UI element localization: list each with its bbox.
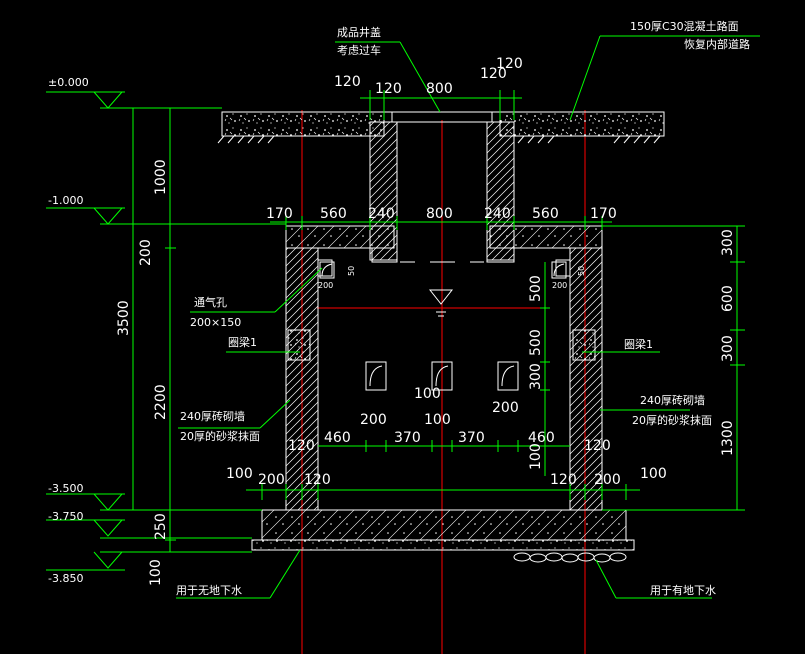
dim-left-250: 250 xyxy=(153,513,169,540)
dim-row-560b: 560 xyxy=(532,206,559,222)
dim-bot-460b: 460 xyxy=(528,430,555,446)
gravel-layer xyxy=(513,552,627,563)
label-wall-left-1: 240厚砖砌墙 xyxy=(180,409,245,423)
dim-hole-200b: 200 xyxy=(492,400,519,416)
dim-bot-370b: 370 xyxy=(458,430,485,446)
base-slabs xyxy=(251,509,635,563)
elevation-top: ±0.000 xyxy=(48,76,89,89)
dim-left-1000: 1000 xyxy=(153,159,169,195)
label-wall-left-2: 20厚的砂浆抹面 xyxy=(180,429,260,443)
dim-inner-500b: 500 xyxy=(528,329,544,356)
dim-inner-100: 100 xyxy=(528,443,544,470)
dim-row-560a: 560 xyxy=(320,206,347,222)
dim-small-50b: 50 xyxy=(577,266,586,276)
dim-bot-460a: 460 xyxy=(324,430,351,446)
dim-base-100b: 100 xyxy=(640,466,667,482)
label-ringbeam-right: 圈梁1 xyxy=(624,337,653,351)
dim-row-240b: 240 xyxy=(484,206,511,222)
dimension-lines xyxy=(128,90,745,553)
dim-top-120b: 120 xyxy=(375,81,402,97)
dim-inner-500a: 500 xyxy=(528,275,544,302)
dim-base-100a: 100 xyxy=(226,466,253,482)
label-groundwater: 用于有地下水 xyxy=(650,583,716,597)
label-wall-right-1: 240厚砖砌墙 xyxy=(640,393,705,407)
label-cover-1: 成品井盖 xyxy=(337,25,381,39)
dim-right-1300: 1300 xyxy=(720,420,736,456)
water-level-symbol xyxy=(428,289,454,317)
dim-base-200b: 200 xyxy=(594,472,621,488)
annotations: 成品井盖 考虑过车 150厚C30混凝土路面 恢复内部道路 通气孔 200×15… xyxy=(48,19,750,597)
dim-right-300b: 300 xyxy=(720,335,736,362)
dim-hole-200a: 200 xyxy=(360,412,387,428)
label-ringbeam-left: 圈梁1 xyxy=(228,335,257,349)
dim-row-240a: 240 xyxy=(368,206,395,222)
label-no-groundwater: 用于无地下水 xyxy=(176,584,242,597)
dim-row-800: 800 xyxy=(426,206,453,222)
dim-row-170a: 170 xyxy=(266,206,293,222)
label-road-2: 恢复内部道路 xyxy=(684,37,750,51)
dim-left-3500: 3500 xyxy=(116,300,132,336)
elevation-e4: -3.850 xyxy=(48,572,83,585)
dim-small-200a: 200 xyxy=(318,281,333,290)
dim-top-800: 800 xyxy=(426,81,453,97)
chamber-walls xyxy=(285,247,603,511)
dim-small-200b: 200 xyxy=(552,281,567,290)
label-vent-2: 200×150 xyxy=(190,316,241,329)
dim-bot-370a: 370 xyxy=(394,430,421,446)
dim-bot-120a: 120 xyxy=(288,438,315,454)
dim-left-200: 200 xyxy=(138,239,154,266)
leader-lines xyxy=(176,35,760,599)
dim-top-120d: 120 xyxy=(496,56,523,72)
dim-bot-120b: 120 xyxy=(584,438,611,454)
label-cover-2: 考虑过车 xyxy=(337,43,381,57)
label-road-1: 150厚C30混凝土路面 xyxy=(630,19,739,33)
vent-holes xyxy=(319,261,567,391)
dim-small-50a: 50 xyxy=(347,266,356,276)
dim-inner-300: 300 xyxy=(528,363,544,390)
label-wall-right-2: 20厚的砂浆抹面 xyxy=(632,413,712,427)
dim-hole-100b: 100 xyxy=(424,412,451,428)
dim-left-100: 100 xyxy=(148,559,164,586)
road-slab xyxy=(217,111,665,144)
chamber-top-slab xyxy=(285,225,603,263)
dim-row-170b: 170 xyxy=(590,206,617,222)
dim-base-120a: 120 xyxy=(304,472,331,488)
dim-base-200a: 200 xyxy=(258,472,285,488)
dim-right-600: 600 xyxy=(720,285,736,312)
dim-left-2200: 2200 xyxy=(153,384,169,420)
dim-hole-100: 100 xyxy=(414,386,441,402)
dim-right-300a: 300 xyxy=(720,229,736,256)
elevation-e1: -1.000 xyxy=(48,194,83,207)
dim-top-120a: 120 xyxy=(334,74,361,90)
dim-top-120c: 120 xyxy=(480,66,507,82)
dim-base-120b: 120 xyxy=(550,472,577,488)
label-vent-1: 通气孔 xyxy=(194,295,227,309)
elevation-e3: -3.750 xyxy=(48,510,83,523)
elevation-e2: -3.500 xyxy=(48,482,83,495)
